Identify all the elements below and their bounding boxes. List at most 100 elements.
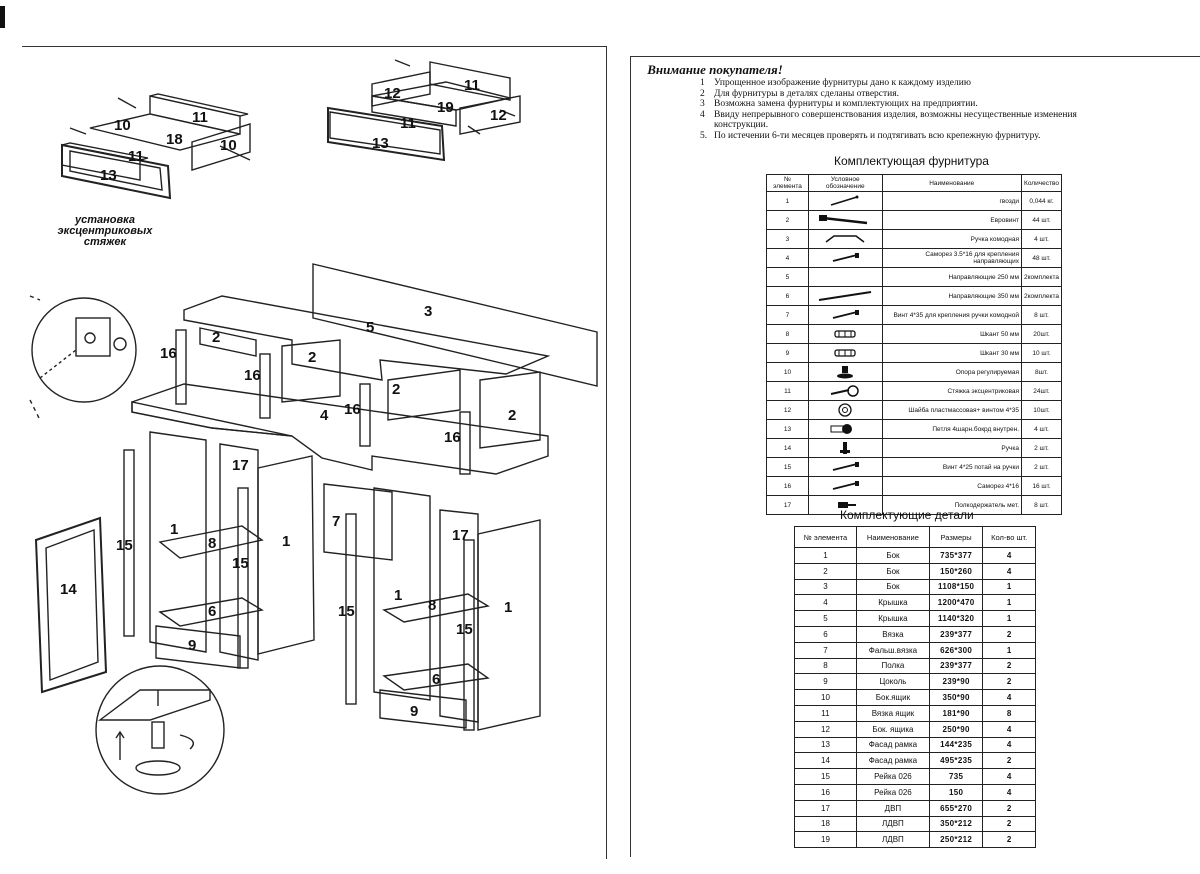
- callout-label: 10: [220, 137, 237, 154]
- hardware-name: Саморез 3.5*16 для крепления направляющи…: [881, 248, 1022, 268]
- notice-title: Внимание покупателя!: [647, 62, 783, 77]
- callout-label: 16: [244, 367, 261, 384]
- hardware-name: Евровинт: [881, 210, 1022, 230]
- parts-name: Рейка 026: [855, 768, 930, 785]
- hardware-quantity: 2 шт.: [1021, 457, 1062, 477]
- notice-item-number: 5.: [700, 130, 708, 141]
- screw-icon: [807, 305, 883, 325]
- hardware-name: Винт 4*25 потай на ручки: [881, 457, 1022, 477]
- hardware-quantity: 2комплекта: [1021, 286, 1062, 306]
- callout-label: 14: [60, 581, 77, 598]
- hardware-name: Шкант 50 мм: [881, 324, 1022, 344]
- callout-label: 5: [366, 319, 374, 336]
- parts-name: ЛДВП: [855, 831, 930, 849]
- parts-size: 626*300: [928, 641, 984, 659]
- callout-label: 11: [128, 148, 144, 165]
- parts-number: 11: [794, 704, 857, 722]
- hardware-number: 10: [766, 362, 809, 382]
- hardware-name: Саморез 4*16: [881, 476, 1022, 496]
- hardware-quantity: 10шт.: [1021, 400, 1062, 420]
- handle-icon: [807, 229, 883, 249]
- parts-size: 735: [928, 768, 984, 785]
- hardware-number: 9: [766, 343, 809, 363]
- parts-quantity: 8: [982, 704, 1036, 722]
- callout-label: 2: [392, 381, 400, 398]
- hardware-number: 12: [766, 400, 809, 420]
- parts-number: 9: [794, 673, 857, 691]
- callout-label: 17: [452, 527, 469, 544]
- notice-item-number: 2: [700, 88, 705, 99]
- hardware-quantity: 8 шт.: [1021, 495, 1062, 515]
- eccentric-detail-illustration: [29, 295, 137, 421]
- callout-label: 1: [394, 587, 402, 604]
- parts-name: Фасад рамка: [855, 736, 930, 754]
- callout-label: 4: [320, 407, 329, 424]
- hardware-number: 16: [766, 476, 809, 496]
- right-sheet-frame: [630, 56, 1200, 857]
- parts-name: ЛДВП: [855, 815, 930, 833]
- hardware-number: 14: [766, 438, 809, 458]
- parts-number: 17: [794, 799, 857, 817]
- parts-name: ДВП: [855, 799, 930, 817]
- notice-item-number: 3: [700, 99, 705, 109]
- parts-name: Крышка: [855, 594, 930, 612]
- parts-number: 14: [794, 752, 857, 770]
- adjustable-foot-icon: [807, 362, 883, 382]
- parts-quantity: 2: [982, 657, 1036, 675]
- parts-name: Бок. ящика: [855, 720, 930, 738]
- notice-item: 3 Возможна замена фурнитуры и комплектующ…: [700, 99, 1120, 110]
- hardware-quantity: 44 шт.: [1021, 210, 1062, 230]
- callout-label: 13: [100, 167, 117, 184]
- parts-quantity: 2: [982, 625, 1036, 643]
- parts-quantity: 4: [982, 720, 1036, 738]
- parts-quantity: 4: [982, 736, 1036, 754]
- notice-item-text: Возможна замена фурнитуры и комплектующи…: [714, 99, 978, 109]
- foot-detail-illustration: [95, 665, 225, 795]
- parts-name: Цоколь: [855, 673, 930, 691]
- callout-label: 2: [308, 349, 316, 366]
- callout-label: 11: [400, 115, 416, 132]
- hardware-number: 2: [766, 210, 809, 230]
- parts-number: 3: [794, 578, 857, 596]
- callout-label: 16: [444, 429, 461, 446]
- hardware-quantity: 48 шт.: [1021, 248, 1062, 268]
- parts-quantity: 1: [982, 594, 1036, 612]
- parts-header-cell: Размеры: [928, 526, 984, 548]
- parts-number: 2: [794, 562, 857, 580]
- parts-number: 13: [794, 736, 857, 754]
- hardware-quantity: 8 шт.: [1021, 305, 1062, 325]
- hardware-quantity: 2комплекта: [1021, 267, 1062, 287]
- parts-size: 735*377: [928, 547, 984, 564]
- eccentric-install-caption: установка эксцентриковых стяжек: [57, 214, 153, 248]
- callout-label: 1: [504, 599, 512, 616]
- hardware-number: 3: [766, 229, 809, 249]
- callout-label: 16: [160, 345, 177, 362]
- parts-quantity: 2: [982, 673, 1036, 691]
- callout-label: 16: [344, 401, 361, 418]
- callout-label: 2: [212, 329, 220, 346]
- parts-name: Фасад рамка: [855, 752, 930, 770]
- hardware-number: 6: [766, 286, 809, 306]
- parts-number: 1: [794, 547, 857, 564]
- nail-icon: [807, 191, 883, 211]
- rail-icon: [807, 286, 883, 306]
- parts-number: 15: [794, 768, 857, 785]
- notice-item-text: Для фурнитуры в деталях сделаны отверсти…: [714, 88, 899, 99]
- parts-name: Бок: [855, 547, 930, 564]
- hardware-name: Опора регулируемая: [881, 362, 1022, 382]
- washer-icon: [807, 400, 883, 420]
